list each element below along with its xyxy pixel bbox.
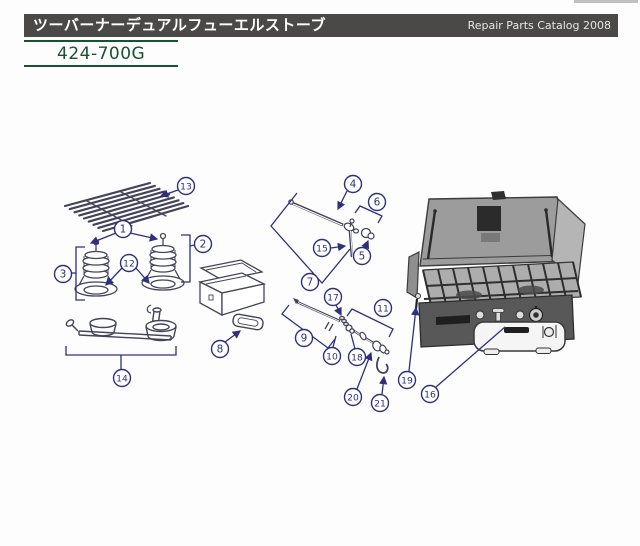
svg-text:9: 9 xyxy=(301,333,308,345)
leader-15 xyxy=(330,242,347,252)
svg-text:3: 3 xyxy=(60,269,67,281)
fuel-tube-assembly-drawing xyxy=(288,199,375,258)
wind-panel-left xyxy=(406,251,420,300)
callout-18: 18 xyxy=(347,347,367,367)
leader-4 xyxy=(337,190,348,211)
lid-handle xyxy=(491,191,506,200)
burner-assembly-right xyxy=(141,232,185,291)
model-number: 424-700G xyxy=(57,44,146,64)
svg-text:19: 19 xyxy=(401,376,413,387)
callout-leaders xyxy=(65,189,506,395)
svg-text:4: 4 xyxy=(350,179,357,191)
svg-text:18: 18 xyxy=(351,353,363,364)
callout-8: 8 xyxy=(210,339,230,359)
callout-17: 17 xyxy=(323,287,343,307)
callout-20: 20 xyxy=(343,387,363,407)
callout-11: 11 xyxy=(373,298,393,318)
callout-1: 1 xyxy=(113,219,133,239)
svg-text:10: 10 xyxy=(326,352,338,363)
callout-15: 15 xyxy=(312,238,332,258)
header-bar: ツーバーナーデュアルフューエルストーブ Repair Parts Catalog… xyxy=(24,14,618,37)
svg-text:20: 20 xyxy=(347,393,359,404)
leader-17 xyxy=(334,304,342,317)
lid-label xyxy=(477,206,501,231)
leader-8 xyxy=(224,330,242,343)
svg-text:2: 2 xyxy=(200,239,207,251)
leader-19 xyxy=(408,306,420,372)
svg-text:16: 16 xyxy=(424,390,436,401)
callout-3: 3 xyxy=(53,264,73,284)
callout-5: 5 xyxy=(352,246,372,266)
bracket-11 xyxy=(346,308,394,338)
callout-19: 19 xyxy=(397,370,417,390)
leader-10 xyxy=(332,335,337,348)
bracket-14 xyxy=(65,346,177,356)
bracket-6 xyxy=(354,205,383,224)
manifold-assembly-drawing xyxy=(65,304,177,342)
stove-body-drawing xyxy=(406,191,586,355)
leader-1a xyxy=(89,232,117,245)
burner-assembly-left xyxy=(74,238,118,297)
svg-text:17: 17 xyxy=(327,293,339,304)
callout-16: 16 xyxy=(420,384,440,404)
callout-4: 4 xyxy=(343,174,363,194)
lid-latch xyxy=(415,293,421,299)
svg-text:21: 21 xyxy=(374,399,386,410)
scan-artifact xyxy=(574,0,638,3)
leader-1b xyxy=(129,232,159,242)
case-and-handle-drawing xyxy=(198,259,266,331)
pump-plunger-drawing xyxy=(293,298,355,334)
svg-text:14: 14 xyxy=(116,374,128,385)
svg-text:13: 13 xyxy=(180,182,192,193)
page-title: ツーバーナーデュアルフューエルストーブ xyxy=(33,16,327,34)
callout-9: 9 xyxy=(294,328,314,348)
leader-18 xyxy=(350,333,356,350)
model-number-block: 424-700G xyxy=(24,40,178,67)
svg-text:11: 11 xyxy=(377,304,389,315)
vent-slot xyxy=(436,315,470,325)
callout-6: 6 xyxy=(367,192,387,212)
leader-13 xyxy=(159,189,179,198)
leader-21 xyxy=(378,375,388,395)
callout-7: 7 xyxy=(300,272,320,292)
svg-text:5: 5 xyxy=(359,251,366,263)
callout-2: 2 xyxy=(193,234,213,254)
svg-text:15: 15 xyxy=(316,244,328,255)
check-valve-drawing xyxy=(353,329,390,374)
svg-text:8: 8 xyxy=(217,344,224,356)
bracket-7 xyxy=(270,192,351,284)
svg-text:12: 12 xyxy=(123,259,135,270)
callout-21: 21 xyxy=(370,393,390,413)
leader-12b xyxy=(135,267,150,284)
svg-text:7: 7 xyxy=(307,277,314,289)
catalog-label: Repair Parts Catalog 2008 xyxy=(467,19,611,32)
leader-12a xyxy=(105,267,123,286)
hook-drawing xyxy=(376,356,389,374)
filler-cap xyxy=(543,326,555,338)
callout-10: 10 xyxy=(322,346,342,366)
fuel-tank xyxy=(473,321,566,352)
leader-16 xyxy=(435,326,506,388)
leader-5 xyxy=(361,239,370,250)
svg-text:6: 6 xyxy=(374,197,381,209)
leader-20 xyxy=(356,351,373,390)
callout-12: 12 xyxy=(119,253,139,273)
callout-13: 13 xyxy=(176,176,196,196)
bracket-2 xyxy=(181,234,191,283)
svg-text:1: 1 xyxy=(120,224,127,236)
callout-14: 14 xyxy=(112,368,132,388)
